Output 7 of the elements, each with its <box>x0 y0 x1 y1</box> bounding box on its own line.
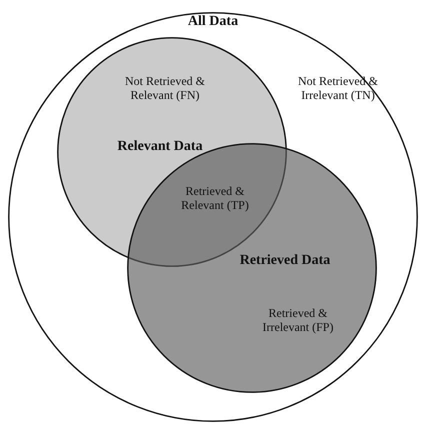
region-label: Not Retrieved & Relevant (FN) <box>124 74 206 102</box>
region-label: Retrieved & Irrelevant (FP) <box>262 306 334 334</box>
region-label: Retrieved & Relevant (TP) <box>180 184 250 212</box>
set-title: All Data <box>188 15 238 29</box>
set-title: Relevant Data <box>117 140 203 154</box>
set-title: Retrieved Data <box>240 254 330 268</box>
region-label: Not Retrieved & Irrelevant (TN) <box>297 74 379 102</box>
